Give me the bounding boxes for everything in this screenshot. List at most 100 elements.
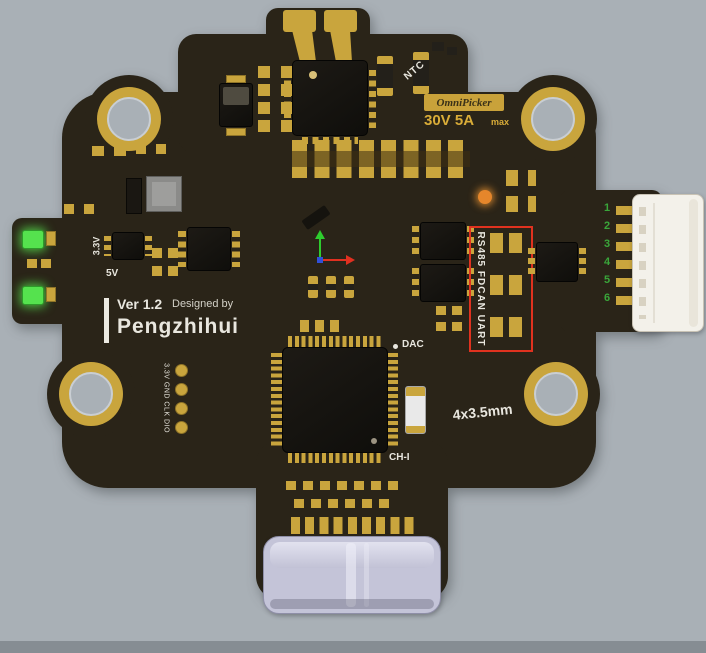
dac-marker-dot [393, 344, 398, 349]
pad-pair-row [506, 170, 536, 186]
power-input-pad-right [324, 10, 357, 32]
ic-pads-right [145, 236, 152, 256]
main-power-ic [292, 60, 368, 136]
passive-component [344, 276, 354, 298]
pin-number-1: 1 [603, 202, 611, 214]
inductor-core [152, 182, 176, 206]
connector-slots [639, 207, 646, 319]
pin-number-3: 3 [603, 238, 611, 250]
x-axis-arrow [346, 255, 355, 265]
pad-pair-row [152, 266, 178, 276]
transistor [126, 178, 142, 214]
uart-pads [490, 317, 522, 337]
debug-pad [175, 402, 188, 415]
mounting-hole-bottom-left [59, 362, 123, 426]
transceiver-ic-2 [420, 264, 466, 302]
component-sheen [223, 87, 249, 105]
power-ic-pads-left [284, 70, 291, 128]
pad-pair-row [136, 144, 166, 154]
power-trace-left [292, 30, 316, 62]
pin-number-5: 5 [603, 274, 611, 286]
pad-pair-row [436, 322, 462, 331]
version-label: Ver 1.2 [117, 296, 163, 312]
ic-pads-left [528, 248, 535, 276]
pad [46, 231, 56, 246]
pad-pair-row [436, 306, 462, 315]
rs485-pads [490, 233, 522, 253]
debug-header-label: 3.3V GND CLK DIO [162, 363, 170, 433]
designer-label: Pengzhihui [117, 315, 239, 338]
pad-pair-row [92, 146, 126, 156]
origin-dot [317, 257, 323, 263]
brand-badge: OmniPicker [424, 94, 504, 111]
ldo-3v3-ic [112, 232, 144, 260]
mounting-hole-bottom-right [524, 362, 588, 426]
power-ic-pin1-dot [309, 71, 317, 79]
usb-shell-reflection [364, 543, 369, 607]
jst-side-connector [632, 194, 704, 332]
passive-component [432, 42, 444, 51]
rating-qualifier-label: max [491, 117, 510, 127]
capacitor-bank [292, 140, 470, 178]
usb-c-connector [263, 536, 441, 614]
pin-number-6: 6 [603, 292, 611, 304]
brand-label: OmniPicker [436, 96, 492, 109]
mcu-chip [282, 347, 388, 453]
status-led-green-2 [22, 286, 44, 305]
rail-5v-label: 5V [106, 268, 119, 279]
pad-pair-row [258, 84, 292, 96]
interface-ic [536, 242, 578, 282]
passive-component [308, 276, 318, 298]
dac-label: DAC [402, 339, 424, 350]
power-ic-pads-right [369, 70, 376, 128]
transceiver-ic-1 [420, 222, 466, 260]
crystal-oscillator [405, 386, 426, 434]
ic-pads-left [104, 236, 111, 256]
pad-pair-row [152, 248, 178, 258]
passive-component [326, 276, 336, 298]
pin-number-4: 4 [603, 256, 611, 268]
mcu-leads-right [387, 353, 398, 448]
pad-pair-row [27, 259, 51, 268]
viewport-bottom-shade [0, 641, 706, 653]
status-led-green-1 [22, 230, 44, 249]
ic-pads-left [412, 268, 419, 298]
mcu-pin1-dot [371, 438, 377, 444]
passive-component [377, 56, 393, 96]
mcu-leads-bottom [288, 452, 383, 463]
rating-label: 30V 5A [424, 112, 475, 129]
pad [226, 75, 246, 83]
origin-axis-marker [315, 230, 355, 265]
pad-pair-row [258, 120, 292, 132]
silkscreen-bar [104, 298, 109, 343]
y-axis-arrow [315, 230, 325, 239]
power-trace-right [330, 30, 352, 62]
pad-pair-row [258, 66, 292, 78]
usb-shell-lip [270, 599, 434, 609]
mcu-leads-top [288, 336, 383, 347]
designed-by-label: Designed by [172, 298, 234, 310]
bus-interfaces-highlight-box [469, 226, 533, 352]
pad-row [294, 499, 394, 508]
mounting-hole-top-right [521, 87, 585, 151]
pad-pair-row [258, 102, 292, 114]
ic-pads-right [579, 248, 586, 276]
rail-3v3-label: 3.3V [91, 236, 102, 256]
pin-number-2: 2 [603, 220, 611, 232]
pad-pair-row [64, 204, 94, 214]
pad-row [286, 481, 404, 490]
ic-pads-left [178, 231, 186, 267]
debug-pad [175, 421, 188, 434]
pad [226, 128, 246, 136]
usb-signal-pads [291, 517, 418, 534]
connector-seam [653, 203, 655, 323]
debug-pad [175, 364, 188, 377]
bus-interfaces-label: RS485 FDCAN UART [475, 231, 486, 347]
pad [46, 287, 56, 302]
top-left-component [219, 83, 253, 127]
mounting-hole-top-left [97, 87, 161, 151]
passive-component [447, 47, 457, 55]
usb-shell-reflection [346, 543, 356, 607]
pad-pair-row [506, 196, 536, 212]
power-input-pad-left [283, 10, 316, 32]
